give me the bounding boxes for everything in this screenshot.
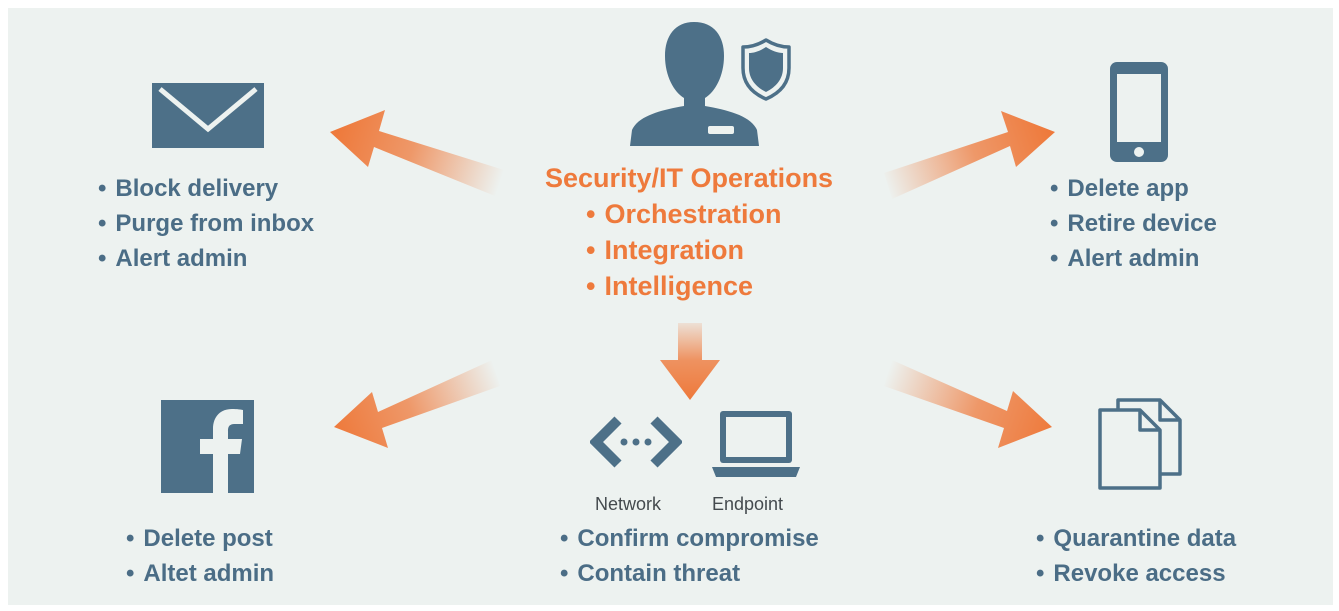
arrow-to-network-endpoint — [660, 323, 720, 400]
list-item: Purge from inbox — [98, 206, 314, 241]
list-item: Block delivery — [98, 171, 314, 206]
arrows-layer — [330, 110, 1055, 448]
list-item: Orchestration — [586, 196, 781, 232]
list-item: Integration — [586, 232, 782, 268]
list-item: Alert admin — [1050, 241, 1217, 276]
list-item: Contain threat — [560, 556, 819, 591]
list-item: Retire device — [1050, 206, 1216, 241]
email-actions: Block delivery Purge from inbox Alert ad… — [98, 171, 314, 276]
arrow-to-email — [330, 110, 504, 196]
person-icon — [630, 22, 759, 146]
list-item: Alert admin — [98, 241, 314, 276]
network-label: Network — [595, 494, 662, 514]
network-icon — [590, 416, 682, 468]
list-item: Delete post — [126, 521, 274, 556]
arrow-to-social — [334, 360, 500, 448]
list-item: Altet admin — [126, 556, 274, 591]
list-item: Quarantine data — [1036, 521, 1236, 556]
diagram-canvas: Security/IT Operations Orchestration Int… — [8, 8, 1333, 605]
arrow-to-data — [884, 360, 1052, 448]
arrow-to-mobile — [884, 111, 1055, 199]
smartphone-icon — [1110, 62, 1168, 162]
mobile-actions: Delete app Retire device Alert admin — [1050, 171, 1217, 276]
endpoint-label: Endpoint — [712, 494, 784, 514]
center-list: Orchestration Integration Intelligence — [586, 196, 782, 304]
list-item: Revoke access — [1036, 556, 1236, 591]
list-item: Confirm compromise — [560, 521, 818, 556]
list-item: Intelligence — [586, 268, 782, 304]
data-actions: Quarantine data Revoke access — [1036, 521, 1236, 591]
envelope-icon — [152, 83, 264, 148]
list-item: Delete app — [1050, 171, 1217, 206]
laptop-icon — [712, 411, 800, 477]
center-title: Security/IT Operations — [545, 163, 834, 193]
facebook-icon — [161, 400, 254, 493]
network-endpoint-actions: Confirm compromise Contain threat — [560, 521, 819, 591]
shield-icon — [741, 38, 791, 101]
documents-icon — [1098, 398, 1182, 490]
social-actions: Delete post Altet admin — [126, 521, 274, 591]
